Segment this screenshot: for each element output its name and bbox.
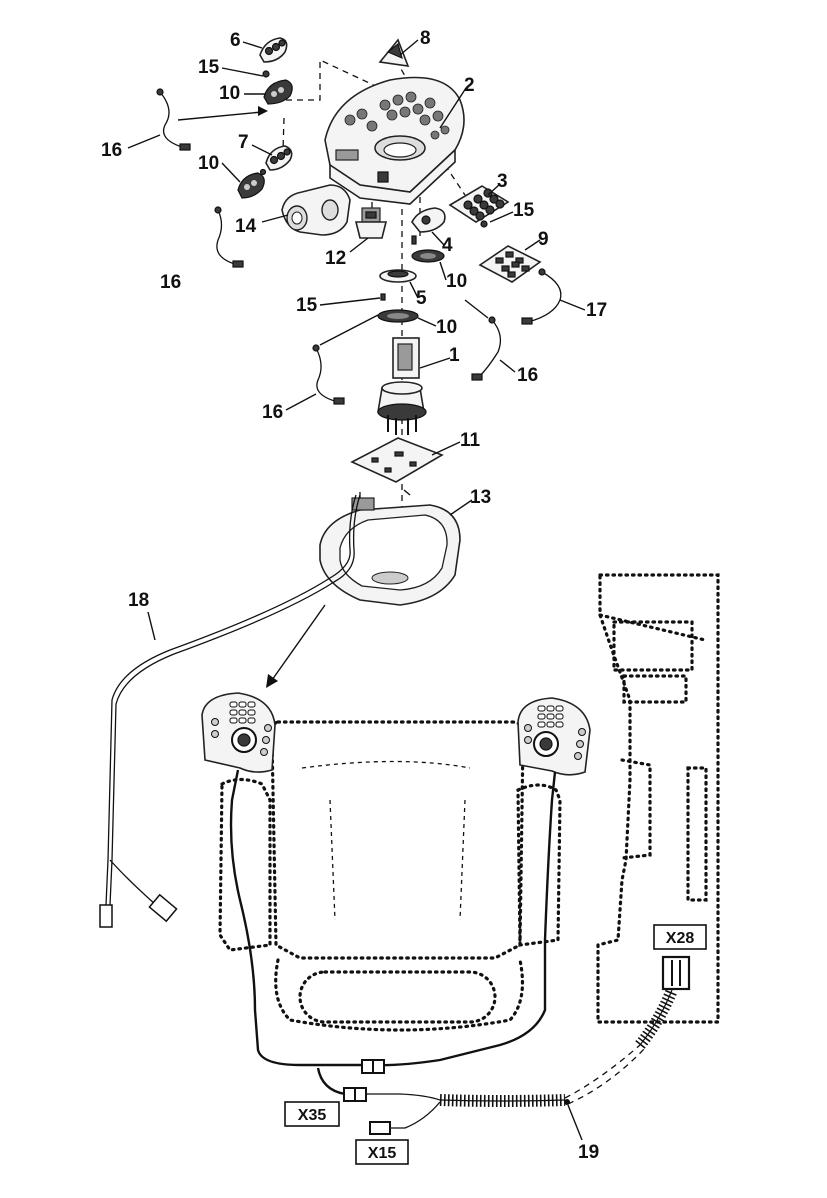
harness-16-c bbox=[471, 316, 502, 381]
keypad-9 bbox=[478, 245, 542, 283]
circuit-board-11 bbox=[350, 437, 444, 483]
keypad-3 bbox=[448, 185, 510, 223]
callout-numbers: 6 15 10 8 2 7 16 10 3 15 14 9 4 12 10 16… bbox=[101, 28, 607, 1163]
callout-12: 12 bbox=[325, 248, 346, 269]
connector-label-x15: X15 bbox=[355, 1139, 409, 1165]
callout-16-c: 16 bbox=[517, 365, 538, 386]
callout-leaders bbox=[127, 39, 586, 1141]
callout-10-a: 10 bbox=[219, 83, 240, 104]
callout-3: 3 bbox=[497, 171, 508, 192]
left-armrest-console bbox=[201, 692, 276, 773]
callout-1: 1 bbox=[449, 345, 460, 366]
knob-12 bbox=[354, 207, 388, 239]
button-pad-6 bbox=[259, 37, 288, 63]
callout-10-d: 10 bbox=[436, 317, 457, 338]
joystick-base-1 bbox=[377, 337, 427, 435]
harness-19 bbox=[229, 769, 691, 1135]
screw-small bbox=[259, 168, 267, 176]
callout-15-b: 15 bbox=[513, 200, 535, 221]
callout-2: 2 bbox=[464, 75, 475, 96]
callout-15-a: 15 bbox=[198, 57, 220, 78]
callout-4: 4 bbox=[442, 235, 453, 256]
callout-8: 8 bbox=[420, 28, 431, 49]
seal-10-left bbox=[237, 172, 265, 199]
callout-13: 13 bbox=[470, 487, 491, 508]
x28-label: X28 bbox=[666, 930, 695, 947]
harness-16-d bbox=[312, 344, 345, 405]
seal-10-upper bbox=[263, 79, 293, 105]
callout-7: 7 bbox=[238, 132, 249, 153]
callout-17: 17 bbox=[586, 300, 607, 321]
x15-label: X15 bbox=[368, 1145, 397, 1162]
harness-16-b bbox=[214, 206, 244, 268]
seal-10-mid bbox=[411, 249, 445, 263]
base-housing-13 bbox=[319, 492, 461, 606]
callout-9: 9 bbox=[538, 229, 549, 250]
seal-10-lower bbox=[377, 309, 419, 323]
connector-label-x35: X35 bbox=[284, 1101, 340, 1127]
callout-14: 14 bbox=[235, 216, 257, 237]
cab-wall-outline bbox=[596, 573, 720, 1024]
connector-label-x28: X28 bbox=[653, 924, 707, 950]
callout-11: 11 bbox=[460, 430, 481, 451]
harness-16-a bbox=[156, 88, 191, 151]
seat-cushion-lines bbox=[301, 760, 471, 921]
screw-15-upper bbox=[262, 70, 270, 78]
harness-18 bbox=[99, 494, 361, 928]
callout-10-c: 10 bbox=[446, 271, 467, 292]
callout-5: 5 bbox=[416, 288, 427, 309]
console-housing bbox=[324, 76, 465, 205]
callout-16-a: 16 bbox=[101, 140, 122, 161]
right-armrest-console bbox=[517, 697, 591, 776]
callout-18: 18 bbox=[128, 590, 149, 611]
switch-4 bbox=[411, 207, 446, 245]
assembly-arrows bbox=[177, 106, 489, 688]
triangle-cap bbox=[378, 38, 410, 67]
x35-label: X35 bbox=[298, 1107, 327, 1124]
callout-15-c: 15 bbox=[296, 295, 318, 316]
button-pad-7 bbox=[265, 145, 293, 171]
callout-16-b: 16 bbox=[160, 272, 181, 293]
ring-5 bbox=[379, 269, 417, 301]
callout-10-b: 10 bbox=[198, 153, 219, 174]
callout-19: 19 bbox=[578, 1142, 599, 1163]
callout-16-d: 16 bbox=[262, 402, 283, 423]
screw-15-right bbox=[480, 220, 488, 228]
joystick-grip bbox=[281, 184, 351, 236]
callout-6: 6 bbox=[230, 30, 241, 51]
harness-17 bbox=[521, 268, 562, 325]
